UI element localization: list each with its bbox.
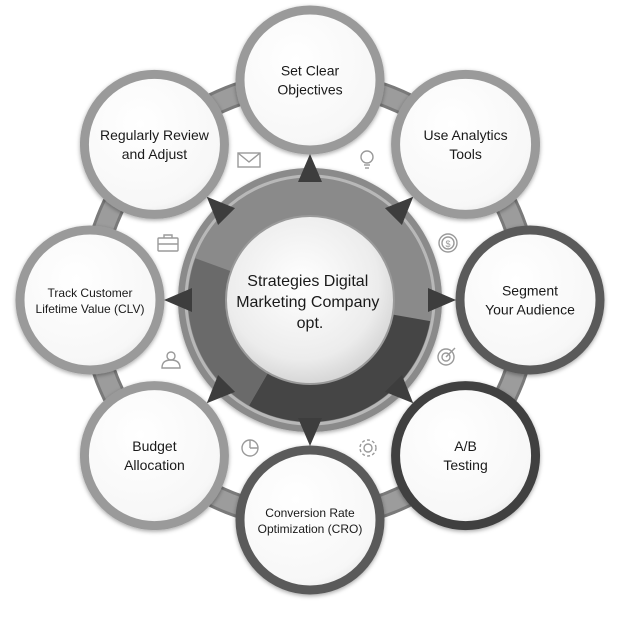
node-label-line: Regularly Review: [100, 127, 210, 143]
node-circle: [455, 225, 605, 375]
node-label-line: Track Customer: [48, 286, 133, 300]
node-circle: [235, 445, 385, 595]
node-label-line: A/B: [454, 438, 477, 454]
briefcase-icon: [157, 234, 179, 252]
connector-arrow: [384, 196, 414, 226]
center-title: Strategies Digital Marketing Company opt…: [236, 273, 384, 332]
node-ab-testing: A/B Testing: [391, 381, 541, 531]
node-label-line: Budget: [132, 438, 176, 454]
node-circle: [391, 69, 541, 219]
center-title-line-1: Strategies Digital: [247, 273, 368, 290]
svg-text:$: $: [445, 239, 450, 249]
pie-chart-icon: [241, 439, 259, 457]
decorative-icons: $: [157, 150, 458, 457]
node-circle: [79, 381, 229, 531]
node-label-line: Segment: [502, 283, 558, 299]
node-label-line: Optimization (CRO): [258, 522, 363, 536]
node-circle: [391, 381, 541, 531]
node-label-line: Lifetime Value (CLV): [36, 302, 145, 316]
connector-arrow: [428, 288, 456, 312]
dollar-coin-icon: $: [438, 233, 458, 253]
node-label-line: Testing: [443, 457, 487, 473]
node-label: A/B Testing: [443, 438, 487, 473]
connector-arrow: [206, 196, 236, 226]
node-label-line: and Adjust: [122, 146, 187, 162]
node-label: Regularly Review and Adjust: [100, 127, 210, 162]
node-circle: [79, 69, 229, 219]
user-icon: [161, 351, 181, 369]
node-circle: [235, 5, 385, 155]
connector-arrows: [164, 154, 456, 446]
node-label-line: Your Audience: [485, 302, 575, 318]
gear-icon: [359, 439, 377, 457]
connector-arrow: [384, 374, 414, 404]
node-label-line: Tools: [449, 146, 482, 162]
center-hub: [178, 168, 442, 432]
node-regularly-review-and-adjust: Regularly Review and Adjust: [79, 69, 229, 219]
center-title-line-3: opt.: [297, 315, 324, 332]
center-title-line-2: Marketing Company: [236, 294, 379, 311]
envelope-icon: [237, 152, 261, 168]
connector-arrow: [298, 418, 322, 446]
node-circle: [15, 225, 165, 375]
connector-arrow: [206, 374, 236, 404]
connector-arrow: [298, 154, 322, 182]
node-label-line: Objectives: [277, 82, 342, 98]
lightbulb-icon: [360, 150, 374, 169]
target-icon: [437, 347, 456, 366]
node-label-line: Set Clear: [281, 63, 340, 79]
connector-arrow: [164, 288, 192, 312]
node-label-line: Allocation: [124, 457, 185, 473]
node-label-line: Use Analytics: [424, 127, 508, 143]
node-label-line: Conversion Rate: [265, 506, 355, 520]
